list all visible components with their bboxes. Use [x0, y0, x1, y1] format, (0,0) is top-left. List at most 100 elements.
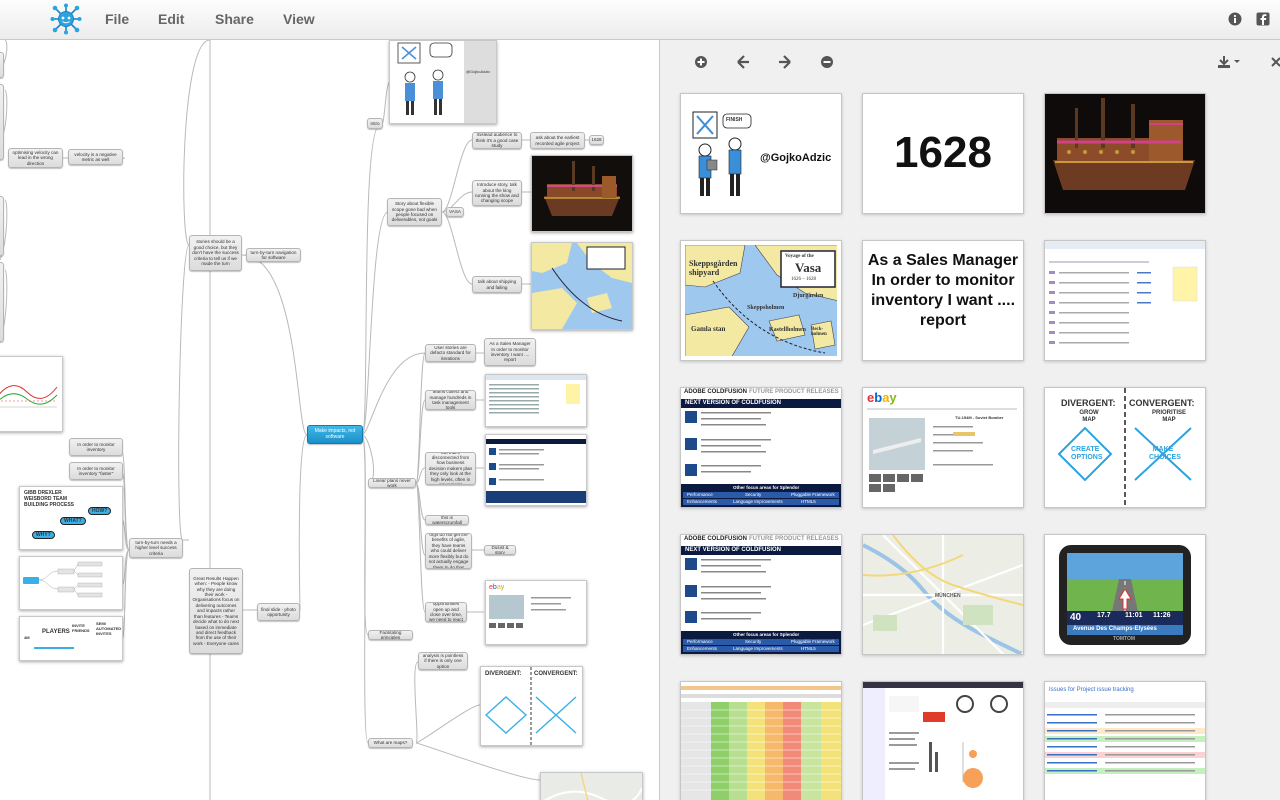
thumb-vasa-map[interactable]: [531, 242, 633, 330]
card-divergent[interactable]: DIVERGENT: CONVERGENT: GROW MAP PRIORITI…: [1044, 387, 1206, 508]
next-version-label: NEXT VERSION OF COLDFUSION: [685, 400, 782, 406]
node-earliest[interactable]: ask about the earliest recorded agile pr…: [530, 132, 585, 149]
node-disconnected[interactable]: but that's disconnected from how busines…: [425, 452, 476, 485]
node-optimising[interactable]: optimising velocity can lead in the wron…: [8, 148, 63, 168]
card-munich-map[interactable]: MÜNCHEN: [862, 534, 1024, 655]
close-icon[interactable]: [1269, 54, 1280, 70]
enh-label-2: Enhancements: [687, 646, 718, 651]
svg-text:ebay: ebay: [489, 584, 505, 591]
plug-label-2: Pluggable Framework: [791, 639, 835, 644]
node-mislead[interactable]: mislead audience to think it's a good ca…: [472, 132, 522, 149]
thumb-gibb[interactable]: GIBB DREXLER WEISBORD TEAM BUILDING PROC…: [19, 486, 123, 550]
card-vasa-ship[interactable]: [1044, 93, 1206, 214]
thumb-chart[interactable]: [0, 356, 63, 432]
node-facilitating[interactable]: Facilitating principles: [368, 630, 413, 640]
card-coldfusion-1[interactable]: ADOBE COLDFUSION FUTURE PRODUCT RELEASES…: [680, 387, 842, 508]
map-skeppsholmen: Skeppsholmen: [747, 305, 785, 311]
card-gps[interactable]: 40 17.7 11:01 11:26 Avenue Des Champs-El…: [1044, 534, 1206, 655]
node-turn-navigation[interactable]: turn-by-turn navigation for software: [246, 248, 301, 262]
card-coldfusion-2[interactable]: ADOBE COLDFUSION FUTURE PRODUCT RELEASES…: [680, 534, 842, 655]
node-sales-manager[interactable]: As a Sales Manager In order to monitor i…: [484, 338, 536, 366]
map-gamla: Gamla stan: [691, 325, 726, 333]
menu-bar: File Edit Share View: [0, 0, 1280, 40]
node-stub-1[interactable]: [0, 52, 4, 78]
divergent-small: DIVERGENT:: [485, 671, 522, 677]
thumb-gojko[interactable]: @GojkoAdzic: [389, 40, 497, 124]
other-focus-2: Other focus areas for Splendor: [733, 632, 800, 637]
node-velocity[interactable]: velocity is a negative metric as well: [68, 149, 123, 165]
node-opportunities[interactable]: opportunities open up and close over tim…: [425, 602, 467, 622]
card-vasa-map[interactable]: Voyage of the Vasa 1626 – 1628 Skeppsgår…: [680, 240, 842, 361]
download-icon[interactable]: [1217, 54, 1243, 70]
invite-label: INVITE FRIENDS: [72, 623, 90, 633]
central-node[interactable]: Make impacts, not software: [307, 425, 363, 444]
remove-icon[interactable]: [819, 54, 835, 70]
node-intro[interactable]: Intro: [367, 118, 383, 129]
card-task-tool[interactable]: [1044, 240, 1206, 361]
players-label: PLAYERS: [42, 629, 70, 635]
node-what-maps[interactable]: What are maps?: [368, 738, 413, 748]
adobe-label-2: ADOBE COLDFUSION: [684, 536, 747, 542]
node-story-flexible[interactable]: Story about flexible scope gone bad when…: [387, 198, 442, 226]
node-stub-3[interactable]: [0, 196, 4, 256]
mind-map-canvas[interactable]: Make impacts, not software Intro @GojkoA…: [0, 40, 659, 800]
card-year[interactable]: 1628: [862, 93, 1024, 214]
card-user-story[interactable]: As a Sales Manager In order to monitor i…: [862, 240, 1024, 361]
card-spreadsheet[interactable]: [680, 681, 842, 800]
gps-speed: 40: [1070, 612, 1082, 623]
thumb-vasa-ship[interactable]: [531, 155, 633, 232]
gps-eta: 11:26: [1153, 612, 1171, 619]
thumb-players[interactable]: 4M PLAYERS INVITE FRIENDS SEMI AUTOMATED…: [19, 616, 123, 661]
card-gojko[interactable]: FINISH @GojkoAdzic: [680, 93, 842, 214]
node-stub-4[interactable]: [0, 262, 4, 342]
menu-view[interactable]: View: [283, 11, 315, 27]
gibb-how: HOW?: [88, 507, 112, 515]
facebook-icon[interactable]: [1256, 12, 1270, 26]
thumb-divergent[interactable]: DIVERGENT: CONVERGENT:: [480, 666, 583, 746]
mindmup-logo-icon[interactable]: [50, 3, 82, 35]
thumb-mini-map[interactable]: [19, 556, 123, 610]
arrow-left-icon[interactable]: [735, 54, 751, 70]
node-analysis[interactable]: analysis is pointless if there is only o…: [418, 652, 468, 670]
thumb-ebay[interactable]: ebay: [485, 580, 587, 645]
thumb-coldfusion[interactable]: [485, 434, 587, 506]
thumb-task-tool[interactable]: [485, 374, 587, 427]
node-linear-plans[interactable]: Linear plans never work: [368, 478, 416, 488]
gojko-caption: @GojkoAdzic: [760, 152, 832, 164]
html5-label-2: HTML5: [801, 646, 816, 651]
gps-time: 11:01: [1125, 612, 1143, 619]
arrow-right-icon[interactable]: [777, 54, 793, 70]
node-stories-good[interactable]: stories should be a good choice, but the…: [189, 235, 242, 271]
node-great-results[interactable]: Great Results Happen when: - People know…: [189, 568, 243, 654]
divergent-label: DIVERGENT:: [1061, 398, 1116, 408]
node-dusist[interactable]: Dusist & story: [484, 545, 516, 555]
menu-edit[interactable]: Edit: [158, 11, 185, 27]
node-monitor-1[interactable]: In order to monitor inventory: [69, 438, 123, 456]
node-year[interactable]: 1628: [589, 135, 604, 145]
issues-title: Issues for Project issue tracking: [1049, 687, 1134, 693]
card-dashboard[interactable]: [862, 681, 1024, 800]
perf-label-2: Performance: [687, 639, 713, 644]
info-icon[interactable]: [1228, 12, 1242, 26]
thumb-map-partial[interactable]: [540, 772, 643, 800]
card-issues[interactable]: Issues for Project issue tracking: [1044, 681, 1206, 800]
node-monitor-2[interactable]: In order to monitor inventory "faster": [69, 462, 123, 480]
card-ebay[interactable]: ebay TU-154M - Soviet Bomber: [862, 387, 1024, 508]
node-user-stories[interactable]: User stories are defacto standard for it…: [425, 344, 476, 362]
add-icon[interactable]: [693, 54, 709, 70]
node-turn-needs[interactable]: turn-by-turn needs a higher level succes…: [129, 538, 183, 558]
menu-file[interactable]: File: [105, 11, 130, 27]
node-shipping[interactable]: talk about shipping and failing: [472, 276, 522, 293]
node-vasa[interactable]: VASA: [446, 207, 464, 217]
node-waterscrumfall[interactable]: this is waterscrumfall: [425, 515, 469, 525]
node-final-slide[interactable]: final slide - photo opportunity: [257, 603, 300, 621]
node-orgs[interactable]: orgs do not get the benefits of agile, t…: [425, 533, 472, 569]
node-stub-2[interactable]: [0, 84, 4, 160]
menu-share[interactable]: Share: [215, 11, 254, 27]
node-teams-collect[interactable]: teams collect and manage hundreds in tas…: [425, 390, 476, 410]
future-label-2: FUTURE PRODUCT RELEASES: [749, 536, 839, 542]
map-djurgarden: Djurgården: [793, 293, 824, 299]
voyage-vasa: Vasa: [795, 260, 822, 275]
ebay-title: TU-154M - Soviet Bomber: [955, 415, 1004, 420]
node-intro-story[interactable]: Introduce story, talk about the king run…: [472, 180, 522, 206]
